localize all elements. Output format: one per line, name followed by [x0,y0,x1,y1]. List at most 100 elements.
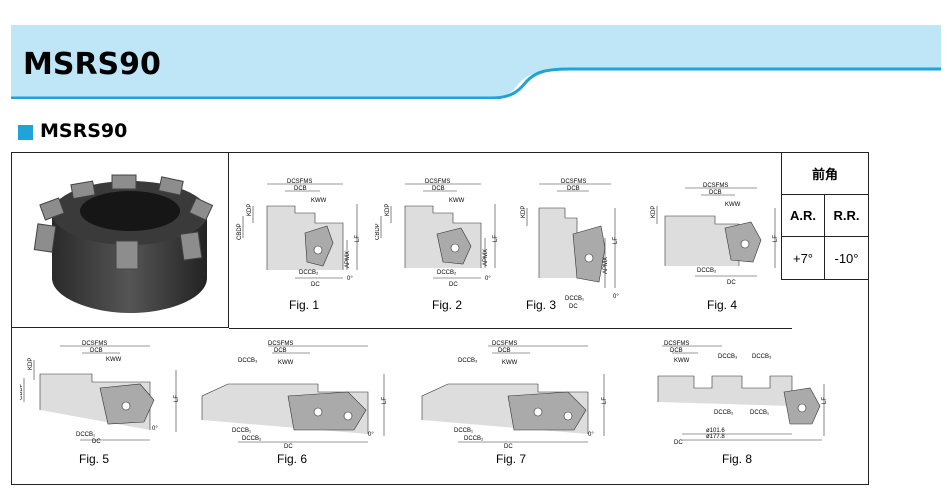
dim-dccb: DCCB₂ [437,270,457,276]
dim-dcb: DCB [90,348,103,354]
dim-kww: KWW [278,360,294,366]
dim-dccb2: DCCB₂ [464,436,484,442]
figure-6-label: Fig. 6 [277,452,308,466]
dim-dcb: DCB [567,186,580,192]
dim-angle: 0° [588,432,594,438]
dim-kww: KWW [449,198,465,204]
rake-value-axial: +7° [782,237,825,279]
figure-5-label: Fig. 5 [79,452,110,466]
dim-dccb1: DCCB₁ [232,428,251,434]
dim-dccb: DCCB₂ [299,270,319,276]
dim-dccb1: DCCB₁ [454,428,473,434]
dim-dcb: DCB [274,348,287,354]
figure-8-drawing: DCSFMS DCB KWW DCCB₃ DCCB₃ DCCB₂ DCCB₁ L… [642,340,842,450]
dim-dccb3: DCCB₃ [238,358,258,364]
dim-dc: DC [311,282,320,288]
title-banner: MSRS90 [11,25,941,99]
figure-1-label: Fig. 1 [289,298,320,312]
dim-dc: DC [727,280,736,286]
figure-7-label: Fig. 7 [496,452,527,466]
banner-background [11,25,941,99]
dim-d1778: ø177.8 [706,434,725,440]
figure-3-drawing: DCSFMS DCB KDP LF APMX DCCB₁ DC 0° [515,178,630,310]
dim-kww: KWW [311,198,327,204]
dim-dcb: DCB [294,186,307,192]
rake-value-radial: -10° [834,250,859,266]
dim-lf: LF [382,397,388,404]
dim-lf: LF [773,235,779,242]
dim-dcsfms: DCSFMS [664,341,689,347]
dim-dcsfms: DCSFMS [82,341,107,347]
dim-dccb: DCCB₁ [76,432,95,438]
dim-cbdp: CBDP [237,223,243,240]
dim-angle: 0° [485,276,491,282]
dim-dc: DC [504,444,513,450]
figure-8-label: Fig. 8 [722,452,753,466]
dim-dc: DC [284,444,293,450]
dim-angle: 0° [152,426,158,432]
dim-d1016: ø101.6 [706,428,725,434]
dim-apmx: APMX [483,249,489,266]
dim-dcsfms: DCSFMS [268,341,293,347]
dim-dccb2: DCCB₂ [714,410,734,416]
dim-dcsfms: DCSFMS [492,341,517,347]
dim-apmx: APMX [345,251,351,268]
dim-lf: LF [602,397,608,404]
dim-dcsfms: DCSFMS [425,179,450,185]
dim-kww: KWW [502,360,518,366]
dim-dccb3-b: DCCB₃ [752,354,772,360]
dim-kdp: KDP [385,204,391,216]
dim-angle: 0° [347,276,353,282]
dim-kdp: KDP [521,206,527,218]
dim-kdp: KDP [28,358,34,370]
dim-dc: DC [92,439,101,445]
rake-col-radial: R.R. [825,195,868,237]
figure-4-drawing: DCSFMS DCB KWW KDP LF DCCB₂ DC [645,178,785,288]
dim-dcsfms: DCSFMS [561,179,586,185]
dim-cbdp: CBDP [20,383,24,400]
dim-dcsfms: DCSFMS [703,183,728,189]
figure-7-drawing: DCSFMS DCB DCCB₃ KWW LF DCCB₁ DCCB₂ DC 0… [418,340,618,450]
figure-2-label: Fig. 2 [432,298,463,312]
dim-dcb: DCB [709,190,722,196]
dim-dccb1: DCCB₁ [750,410,769,416]
rake-table-title: 前角 [782,153,868,195]
dim-kdp: KDP [247,204,253,216]
cutter-photo [33,174,214,313]
figure-1-drawing: DCSFMS DCB KWW KDP CBDP LF APMX DCCB₂ DC… [235,178,365,288]
dim-kww: KWW [674,358,690,364]
rake-col-axial: A.R. [782,195,825,237]
dim-kdp: KDP [651,206,657,218]
drawings-frame [11,152,869,485]
figure-5-drawing: DCSFMS DCB KWW KDP CBDP LF DCCB₁ DC 0° [18,340,190,445]
dim-angle: 0° [613,294,619,300]
dim-dccb: DCCB₂ [697,268,717,274]
dim-dccb: DCCB₁ [565,296,584,302]
dim-dcsfms: DCSFMS [287,179,312,185]
dim-lf: LF [613,237,619,244]
dim-dc: DC [449,282,458,288]
dim-kww: KWW [725,202,741,208]
dim-angle: 0° [368,432,374,438]
dim-dccb3: DCCB₃ [718,354,738,360]
dim-dc: DC [569,304,578,310]
dim-lf: LF [493,235,499,242]
dim-lf: LF [822,397,828,404]
page-title: MSRS90 [23,47,161,82]
dim-dcb: DCB [432,186,445,192]
rake-angle-table: 前角 A.R. R.R. +7° -10° [781,152,869,280]
dim-kww: KWW [106,357,122,363]
figure-3-label: Fig. 3 [526,298,557,312]
dim-apmx: APMX [603,257,609,274]
dim-dc: DC [674,440,683,446]
figure-2-drawing: DCSFMS DCB KWW KDP CBDP LF APMX DCCB₂ DC… [375,178,505,288]
dim-dccb2: DCCB₂ [242,436,262,442]
dim-cbdp: CBDP [375,223,381,240]
row-divider [229,328,792,329]
dim-dcb: DCB [498,348,511,354]
figure-4-label: Fig. 4 [707,298,738,312]
section-title: MSRS90 [40,120,128,142]
dim-lf: LF [174,395,180,402]
dim-dccb3: DCCB₃ [458,358,478,364]
section-marker [18,125,33,140]
